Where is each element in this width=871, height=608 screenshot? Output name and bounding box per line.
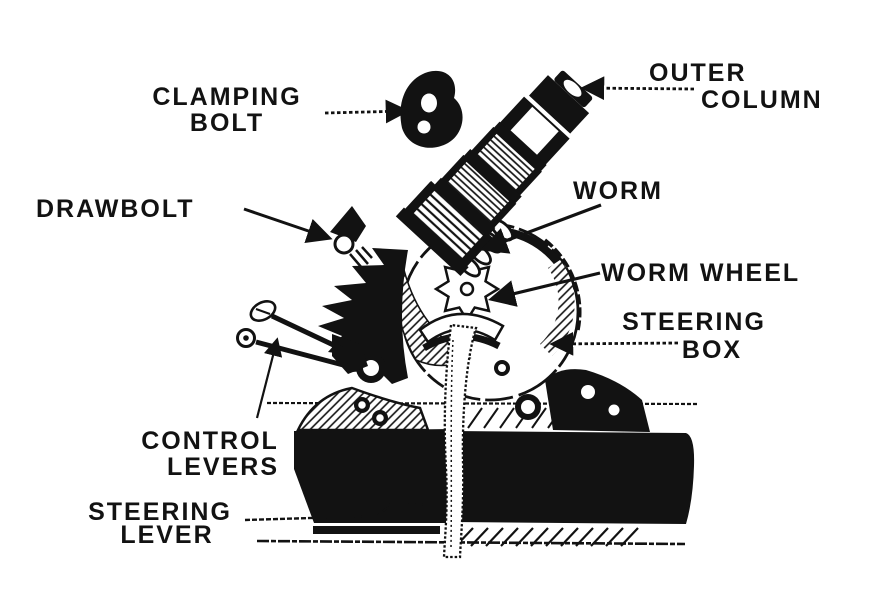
leader-worm-wheel <box>488 271 601 307</box>
control-levers-part <box>236 300 368 374</box>
label-steering-box-line2: BOX <box>682 336 742 364</box>
leader-clamping-bolt <box>324 99 410 124</box>
label-control-levers-line1: CONTROL <box>141 427 279 455</box>
label-clamping-bolt-line2: BOLT <box>190 109 264 137</box>
leader-lines <box>243 76 695 522</box>
clamping-bolt-part <box>400 70 463 148</box>
label-control-levers-line2: LEVERS <box>167 453 279 481</box>
outer-column-tube <box>395 70 593 277</box>
label-worm: WORM <box>573 177 663 205</box>
ground-line <box>256 539 686 546</box>
leader-control-levers <box>255 337 283 419</box>
label-steering-lever-line1: STEERING <box>88 498 232 526</box>
leader-drawbolt <box>243 207 333 244</box>
label-outer-column-line2: COLUMN <box>701 86 823 114</box>
labels: CLAMPING BOLT OUTER COLUMN DRAWBOLT WORM… <box>36 59 823 549</box>
leader-worm <box>480 203 602 254</box>
label-outer-column-line1: OUTER <box>649 59 747 87</box>
box-mount-feet <box>296 353 650 432</box>
steering-box-housing <box>395 222 582 402</box>
label-steering-lever-line2: LEVER <box>120 521 213 549</box>
leader-steering-box <box>549 331 679 356</box>
label-drawbolt: DRAWBOLT <box>36 195 195 223</box>
label-worm-wheel: WORM WHEEL <box>601 259 800 287</box>
leader-steering-lever <box>244 502 442 522</box>
leader-outer-column <box>580 76 695 101</box>
drawbolt-part <box>330 206 373 269</box>
label-clamping-bolt-line1: CLAMPING <box>152 83 301 111</box>
label-steering-box-line1: STEERING <box>622 308 766 336</box>
steering-lever-drop-arm <box>442 323 478 559</box>
